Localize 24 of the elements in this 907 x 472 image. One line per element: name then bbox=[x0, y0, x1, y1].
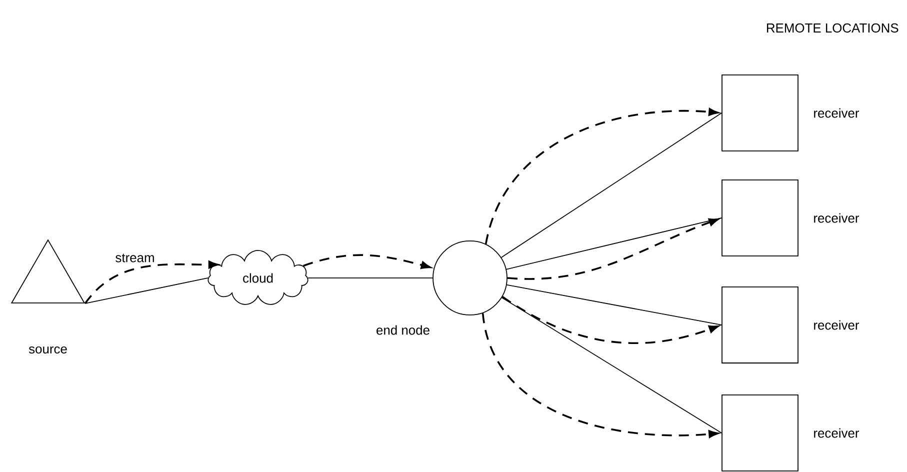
node-caption: receiver bbox=[814, 108, 860, 118]
dashed-arrow bbox=[482, 313, 718, 438]
node-caption: receiver bbox=[814, 320, 860, 330]
dashed-arrow bbox=[507, 218, 719, 280]
connector-line bbox=[500, 112, 722, 258]
square-box bbox=[722, 286, 798, 364]
connector-line bbox=[84, 278, 208, 304]
dashed-arrow bbox=[303, 254, 431, 269]
square-box bbox=[722, 394, 798, 472]
square-box bbox=[722, 180, 798, 256]
circle-node bbox=[432, 240, 508, 316]
connector-line bbox=[506, 284, 722, 326]
connector-line bbox=[501, 297, 722, 434]
heading-label: REMOTE LOCATIONS bbox=[766, 23, 898, 33]
node-caption: source bbox=[28, 346, 67, 354]
node-caption: receiver bbox=[814, 428, 860, 438]
node-caption: receiver bbox=[814, 213, 860, 223]
square-box bbox=[722, 74, 798, 152]
dashed-arrow bbox=[484, 108, 718, 244]
node-caption: end node bbox=[376, 325, 430, 335]
edge-label: stream bbox=[114, 252, 156, 264]
dashed-arrow bbox=[502, 296, 719, 344]
dashed-arrow bbox=[84, 260, 218, 304]
connector-line bbox=[506, 218, 722, 270]
